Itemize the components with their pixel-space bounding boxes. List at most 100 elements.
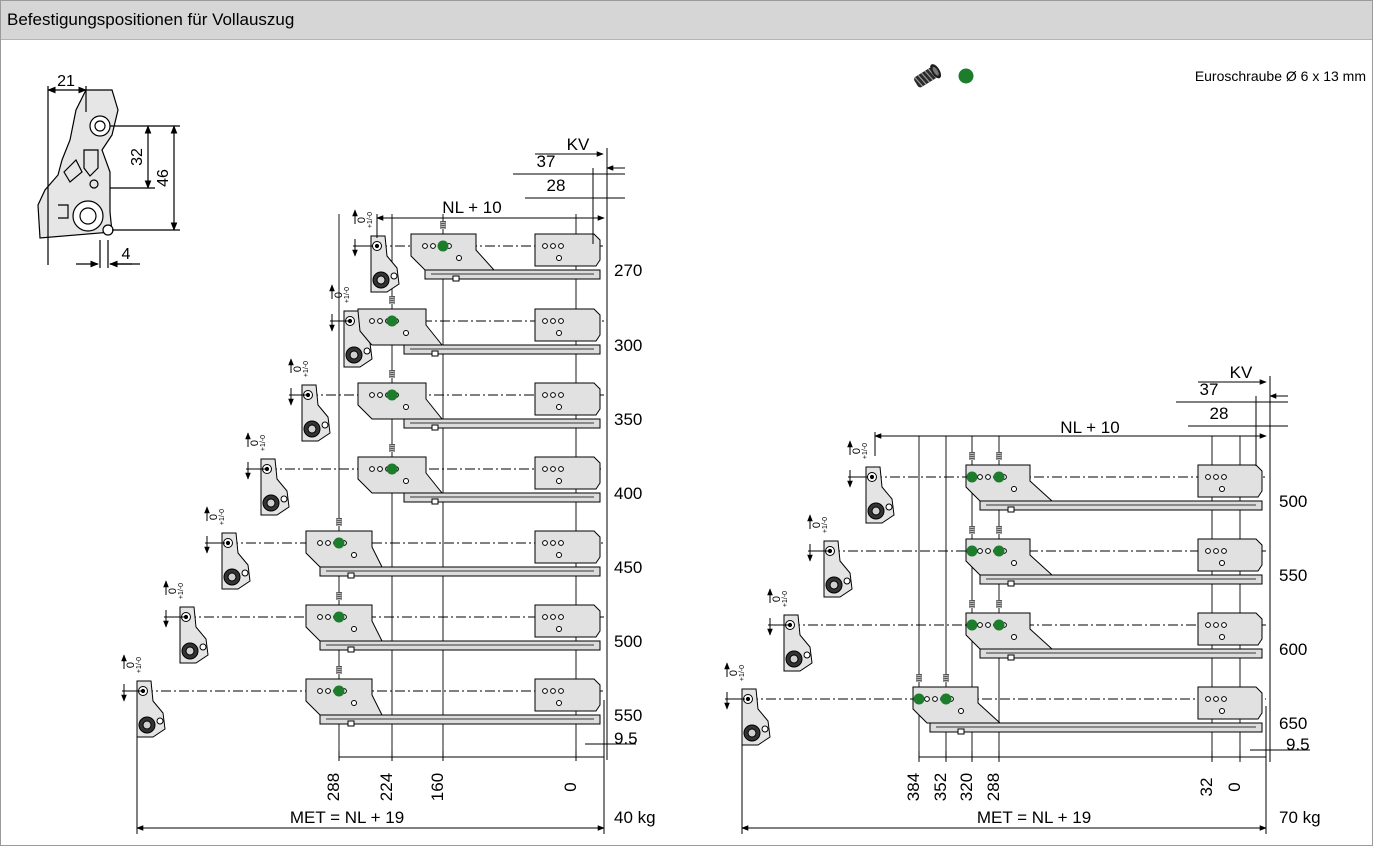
runner-slide — [357, 456, 601, 505]
screw-position-icon — [993, 619, 1005, 631]
screw-symbol — [995, 600, 1003, 609]
screw-marker-icon — [958, 68, 974, 84]
svg-text:+1/-0: +1/-0 — [822, 517, 829, 533]
position-dimension-label: 0 — [1225, 782, 1244, 791]
svg-text:+1/-0: +1/-0 — [782, 591, 789, 607]
right-dim-9-5: 9.5 — [1286, 735, 1310, 754]
position-dimension-label: 224 — [377, 773, 396, 801]
tolerance-mark: 0+1/-0 — [163, 580, 185, 628]
runner-slide — [965, 612, 1263, 661]
screw-position-icon — [966, 471, 978, 483]
screw-position-icon — [993, 471, 1005, 483]
position-dimension-label: 32 — [1197, 778, 1216, 797]
svg-text:0: 0 — [208, 514, 220, 520]
row-size-label: 300 — [614, 336, 642, 355]
front-bracket — [136, 680, 166, 738]
svg-text:+1/-0: +1/-0 — [260, 435, 267, 451]
screw-position-icon — [386, 389, 398, 401]
screw-symbol — [942, 674, 950, 683]
row-size-label: 350 — [614, 410, 642, 429]
svg-text:0: 0 — [728, 670, 740, 676]
svg-text:0: 0 — [333, 292, 345, 298]
screw-legend-label: Euroschraube Ø 6 x 13 mm — [1195, 68, 1366, 84]
screw-position-icon — [966, 619, 978, 631]
position-dimension-label: 0 — [561, 782, 580, 791]
screw-symbol — [388, 370, 396, 379]
runner-slide — [305, 678, 601, 727]
screw-position-icon — [993, 545, 1005, 557]
screw-symbol — [388, 444, 396, 453]
right-nl-label: NL + 10 — [1060, 418, 1119, 437]
screw-symbol — [335, 592, 343, 601]
position-dimension-label: 288 — [324, 773, 343, 801]
svg-text:+1/-0: +1/-0 — [344, 287, 351, 303]
front-bracket — [179, 606, 209, 664]
tolerance-mark: 0+1/-0 — [352, 209, 374, 257]
screw-position-icon — [333, 537, 345, 549]
runner-slide — [965, 464, 1263, 513]
screw-symbol — [995, 452, 1003, 461]
position-dimension-label: 288 — [984, 773, 1003, 801]
row-size-label: 500 — [614, 632, 642, 651]
left-load-label: 40 kg — [614, 808, 656, 827]
position-dimension-label: 384 — [904, 773, 923, 801]
right-dim-28: 28 — [1210, 404, 1229, 423]
row-size-label: 550 — [1279, 566, 1307, 585]
tolerance-mark: 0+1/-0 — [121, 654, 143, 702]
screw-position-icon — [913, 693, 925, 705]
svg-text:0: 0 — [811, 522, 823, 528]
runner-slide — [305, 604, 601, 653]
svg-text:+1/-0: +1/-0 — [303, 361, 310, 377]
tolerance-mark: 0+1/-0 — [245, 432, 267, 480]
svg-text:+1/-0: +1/-0 — [136, 657, 143, 673]
header-bar: Befestigungspositionen für Vollauszug — [1, 1, 1372, 40]
screw-position-icon — [386, 463, 398, 475]
row-size-label: 270 — [614, 261, 642, 280]
right-kv-label: KV — [1230, 363, 1253, 382]
row-size-label: 450 — [614, 558, 642, 577]
page-title: Befestigungspositionen für Vollauszug — [7, 10, 295, 29]
bracket-detail — [37, 86, 180, 268]
runner-slide — [912, 686, 1263, 735]
svg-text:0: 0 — [249, 440, 261, 446]
front-bracket — [741, 688, 771, 746]
svg-text:+1/-0: +1/-0 — [219, 509, 226, 525]
right-dim-37: 37 — [1200, 380, 1219, 399]
screw-position-icon — [966, 545, 978, 557]
screw-symbol — [335, 666, 343, 675]
screw-position-icon — [333, 685, 345, 697]
tolerance-mark: 0+1/-0 — [204, 506, 226, 554]
svg-text:0: 0 — [356, 217, 368, 223]
runner-slide — [357, 382, 601, 431]
left-dim-28: 28 — [547, 176, 566, 195]
left-dim-9-5: 9.5 — [614, 729, 638, 748]
tolerance-mark: 0+1/-0 — [329, 284, 351, 332]
screw-position-icon — [386, 315, 398, 327]
svg-text:0: 0 — [292, 366, 304, 372]
screw-symbol — [388, 296, 396, 305]
runner-slide — [410, 233, 601, 282]
tolerance-mark: 0+1/-0 — [807, 514, 829, 562]
front-bracket — [343, 310, 373, 368]
front-bracket — [260, 458, 290, 516]
left-kv-label: KV — [567, 135, 590, 154]
left-nl-label: NL + 10 — [442, 198, 501, 217]
svg-text:+1/-0: +1/-0 — [367, 212, 374, 228]
svg-text:0: 0 — [125, 662, 137, 668]
right-load-label: 70 kg — [1279, 808, 1321, 827]
row-size-label: 500 — [1279, 492, 1307, 511]
svg-text:+1/-0: +1/-0 — [862, 443, 869, 459]
detail-spacing-label: 32 — [129, 148, 146, 166]
screw-position-icon — [333, 611, 345, 623]
svg-text:0: 0 — [771, 596, 783, 602]
svg-text:+1/-0: +1/-0 — [739, 665, 746, 681]
row-size-label: 650 — [1279, 714, 1307, 733]
svg-text:+1/-0: +1/-0 — [178, 583, 185, 599]
tolerance-mark: 0+1/-0 — [288, 358, 310, 406]
screw-position-icon — [437, 240, 449, 252]
screw-symbol — [968, 600, 976, 609]
screw-symbol — [439, 221, 447, 230]
screw-symbol — [968, 526, 976, 535]
